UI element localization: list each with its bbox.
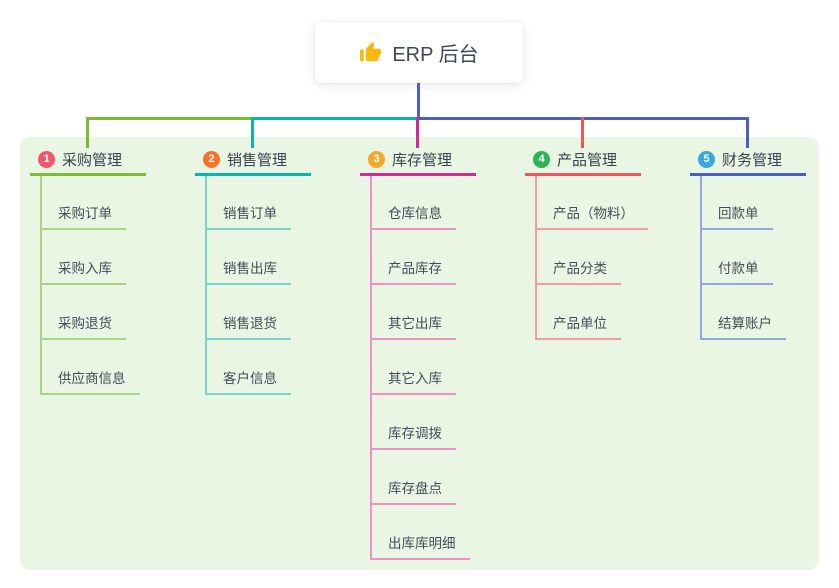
branch-label: 财务管理 [722, 152, 783, 169]
child-connector-line [700, 176, 702, 340]
branch-number-badge: 5 [698, 151, 715, 168]
child-node-label: 采购入库 [58, 261, 112, 276]
child-node[interactable]: 回款单 [700, 190, 773, 230]
child-connector-line [535, 176, 537, 340]
child-node[interactable]: 销售退货 [205, 300, 291, 340]
branch-label: 采购管理 [62, 152, 123, 169]
child-node-label: 结算账户 [718, 316, 772, 331]
child-node[interactable]: 采购订单 [40, 190, 126, 230]
child-node[interactable]: 仓库信息 [370, 190, 456, 230]
child-node[interactable]: 采购退货 [40, 300, 126, 340]
branch-label: 产品管理 [557, 152, 618, 169]
branch-number-badge: 3 [368, 151, 385, 168]
child-connector-line [205, 176, 207, 395]
child-node[interactable]: 产品库存 [370, 245, 456, 285]
child-node-label: 销售退货 [223, 316, 277, 331]
background-panel [20, 137, 819, 570]
branch-number-badge: 2 [203, 151, 220, 168]
child-node-label: 供应商信息 [58, 371, 126, 386]
child-node-label: 产品单位 [553, 316, 607, 331]
child-node-label: 产品分类 [553, 261, 607, 276]
child-node[interactable]: 结算账户 [700, 300, 786, 340]
branch-drop-line [581, 117, 584, 148]
child-node[interactable]: 产品单位 [535, 300, 621, 340]
child-node-label: 采购退货 [58, 316, 112, 331]
child-node[interactable]: 其它入库 [370, 355, 456, 395]
branch-label: 销售管理 [227, 152, 288, 169]
child-node-label: 其它出库 [388, 316, 442, 331]
child-node[interactable]: 库存盘点 [370, 465, 456, 505]
child-node-label: 仓库信息 [388, 206, 442, 221]
root-connector-stem [417, 83, 420, 119]
branch-number-badge: 1 [38, 151, 55, 168]
child-node[interactable]: 供应商信息 [40, 355, 140, 395]
child-node[interactable]: 客户信息 [205, 355, 291, 395]
branch-drop-line [746, 117, 749, 148]
child-node[interactable]: 付款单 [700, 245, 773, 285]
child-node-label: 客户信息 [223, 371, 277, 386]
root-node[interactable]: ERP 后台 [315, 22, 523, 83]
child-node-label: 付款单 [718, 261, 759, 276]
child-node[interactable]: 采购入库 [40, 245, 126, 285]
child-node-label: 产品（物料） [553, 206, 634, 221]
branch-header-1[interactable]: 1 采购管理 [30, 146, 146, 176]
branch-header-2[interactable]: 2 销售管理 [195, 146, 311, 176]
thumbs-up-icon [360, 41, 382, 62]
child-node-label: 采购订单 [58, 206, 112, 221]
child-node-label: 销售订单 [223, 206, 277, 221]
child-node-label: 库存调拨 [388, 426, 442, 441]
child-node[interactable]: 产品（物料） [535, 190, 648, 230]
branch-header-3[interactable]: 3 库存管理 [360, 146, 476, 176]
child-node[interactable]: 销售出库 [205, 245, 291, 285]
child-node[interactable]: 库存调拨 [370, 410, 456, 450]
child-node-label: 库存盘点 [388, 481, 442, 496]
branch-number-badge: 4 [533, 151, 550, 168]
child-node-label: 出库库明细 [388, 536, 456, 551]
child-node[interactable]: 销售订单 [205, 190, 291, 230]
child-node-label: 回款单 [718, 206, 759, 221]
child-node[interactable]: 产品分类 [535, 245, 621, 285]
child-node-label: 销售出库 [223, 261, 277, 276]
branch-label: 库存管理 [392, 152, 453, 169]
child-node[interactable]: 出库库明细 [370, 520, 470, 560]
branch-header-4[interactable]: 4 产品管理 [525, 146, 641, 176]
child-connector-line [370, 176, 372, 560]
root-label: ERP 后台 [392, 44, 479, 66]
child-node[interactable]: 其它出库 [370, 300, 456, 340]
child-connector-line [40, 176, 42, 395]
child-node-label: 其它入库 [388, 371, 442, 386]
branch-drop-line [251, 117, 254, 148]
trunk-segment [251, 117, 419, 120]
branch-drop-line [86, 117, 89, 148]
branch-drop-line [416, 117, 419, 148]
child-node-label: 产品库存 [388, 261, 442, 276]
branch-header-5[interactable]: 5 财务管理 [690, 146, 806, 176]
trunk-segment [86, 117, 253, 120]
